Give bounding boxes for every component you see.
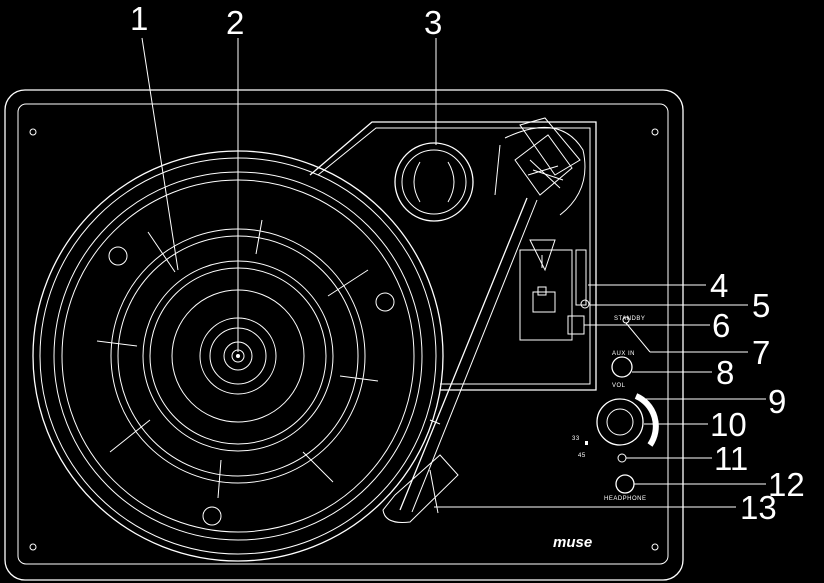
- standby-label: STANDBY: [614, 316, 645, 322]
- volume-label: VOL: [612, 383, 626, 389]
- brand-logo: muse: [553, 534, 592, 551]
- callout-numbers: 1 2 3 4 5 6 7 8 9 10 11 12 13: [130, 0, 805, 526]
- callout-11: 11: [714, 440, 748, 477]
- callout-9: 9: [768, 383, 786, 420]
- platter-spokes: [96, 219, 379, 499]
- tonearm-deck: [309, 121, 597, 391]
- callout-1: 1: [130, 0, 148, 37]
- platter-holes: [108, 246, 395, 526]
- callout-10: 10: [710, 406, 747, 443]
- callout-12: 12: [768, 466, 805, 503]
- speed-33-label: 33: [572, 436, 580, 442]
- callout-2: 2: [226, 4, 244, 41]
- aux-in-label: AUX IN: [612, 351, 635, 357]
- callout-6: 6: [712, 307, 730, 344]
- callout-3: 3: [424, 4, 442, 41]
- control-panel: STANDBY AUX IN VOL 33 45 HEADPHONE muse: [553, 316, 659, 551]
- headphone-label: HEADPHONE: [604, 496, 647, 502]
- callout-5: 5: [752, 287, 770, 324]
- callout-8: 8: [716, 354, 734, 391]
- speed-45-label: 45: [578, 453, 586, 459]
- callout-7: 7: [752, 334, 770, 371]
- turntable-body: [4, 89, 684, 581]
- callout-4: 4: [710, 267, 728, 304]
- leader-lines: [141, 37, 766, 508]
- arm-rest-mechanism: [519, 239, 590, 341]
- tonearm: [382, 117, 586, 523]
- callout-13: 13: [740, 489, 777, 526]
- speaker: [394, 142, 474, 222]
